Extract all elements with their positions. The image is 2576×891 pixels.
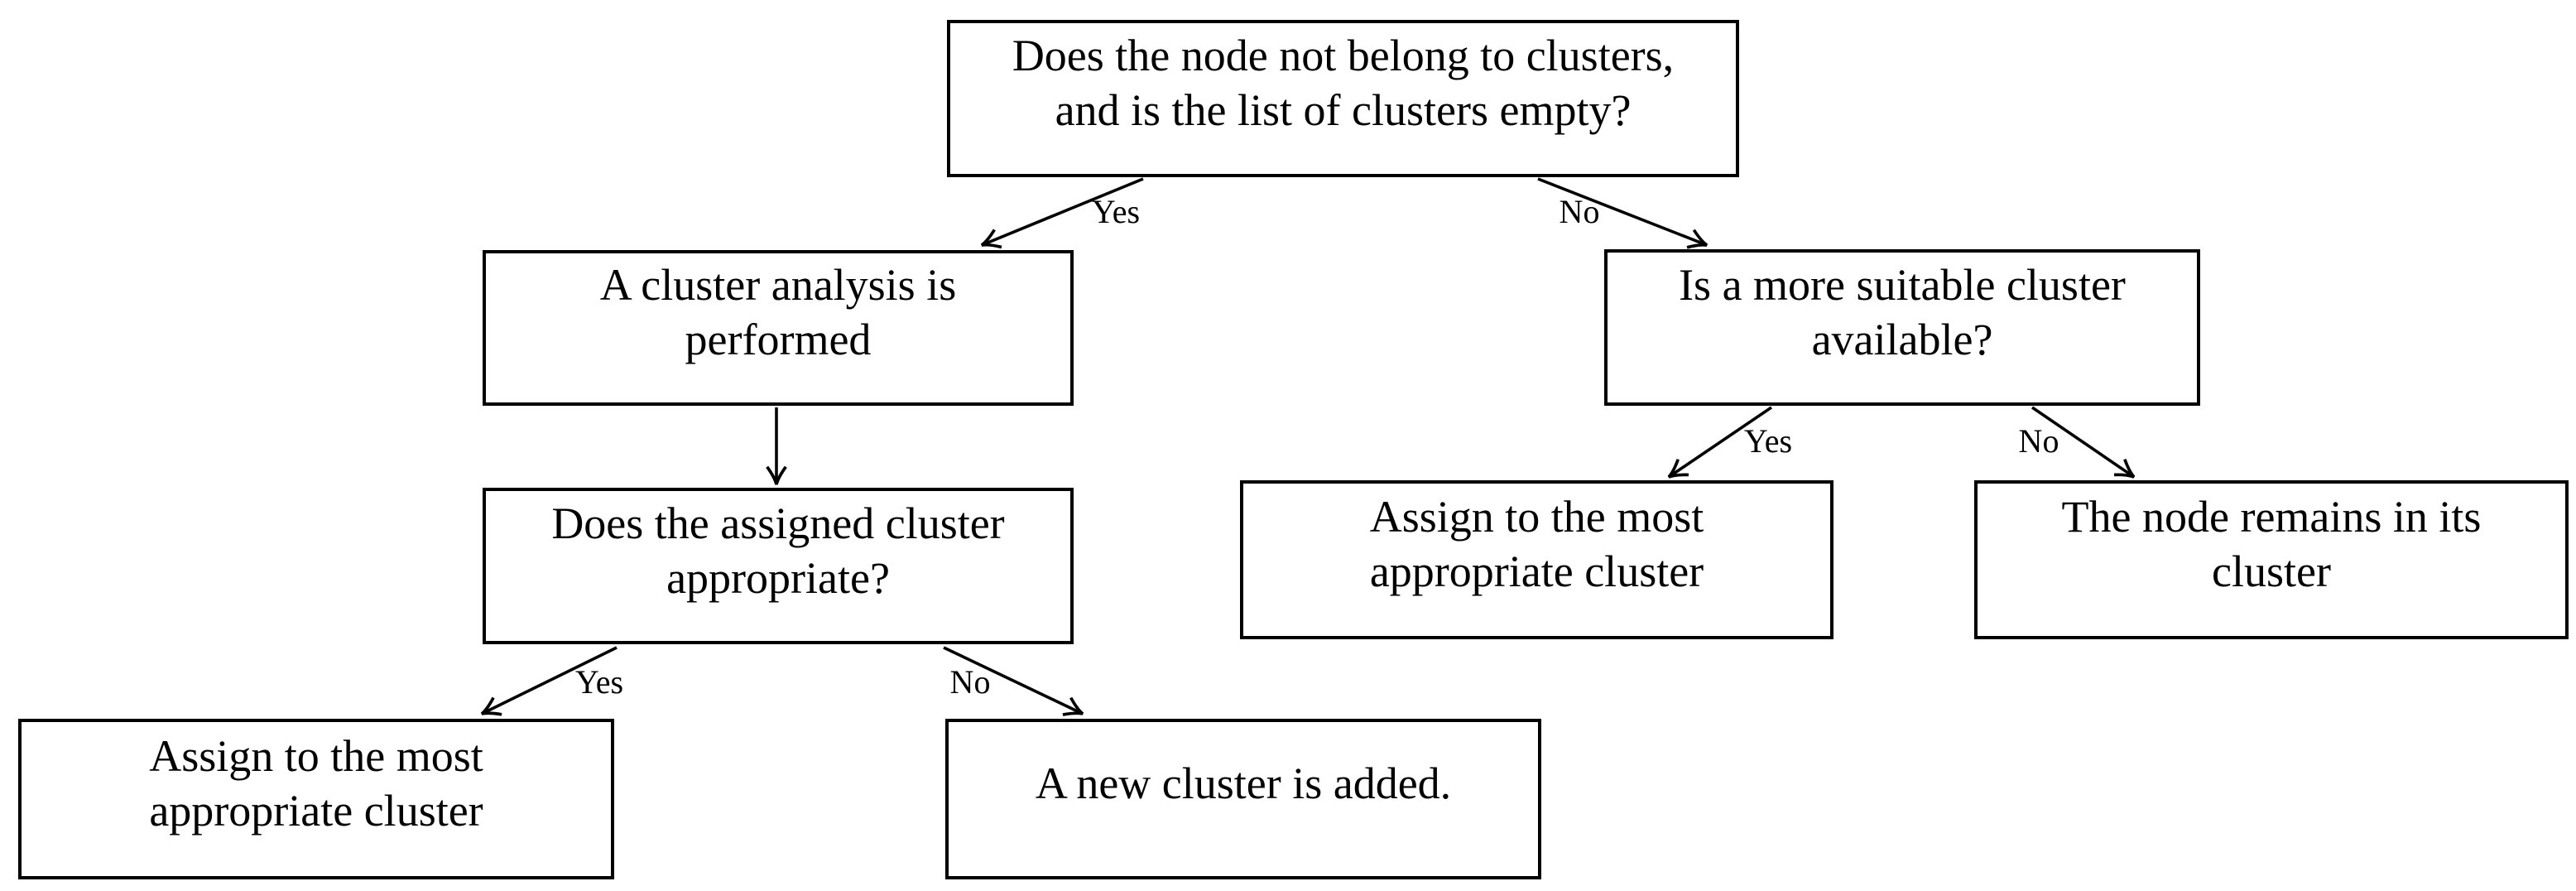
node-text-line: Is a more suitable cluster bbox=[1679, 259, 2126, 310]
node-text-line: Does the assigned cluster bbox=[551, 498, 1005, 548]
node-text-line: Assign to the most bbox=[149, 731, 483, 781]
node-cluster-analysis: A cluster analysis is performed bbox=[483, 250, 1074, 406]
node-root-question: Does the node not belong to clusters, an… bbox=[947, 20, 1739, 177]
node-text-line: Does the node not belong to clusters, bbox=[1012, 31, 1675, 80]
edge-assigned-yes-arrow bbox=[480, 646, 618, 716]
edge-label-no: No bbox=[1559, 193, 1600, 230]
node-text-line: Assign to the most bbox=[1369, 492, 1704, 542]
node-assign-most-appropriate-mid: Assign to the most appropriate cluster bbox=[1240, 480, 1833, 639]
node-text-line: available? bbox=[1811, 314, 1993, 364]
node-new-cluster-added: A new cluster is added. bbox=[945, 719, 1541, 879]
edge-suitable-yes-arrow bbox=[1667, 406, 1773, 479]
node-text-line: performed bbox=[685, 315, 872, 364]
edge-root-yes-arrow bbox=[980, 177, 1144, 249]
node-text-line: A cluster analysis is bbox=[599, 260, 957, 310]
edge-root-no-arrow bbox=[1537, 177, 1709, 249]
edge-label-yes: Yes bbox=[574, 663, 624, 701]
node-text-line: and is the list of clusters empty? bbox=[1055, 85, 1632, 135]
node-text-line: appropriate? bbox=[666, 552, 890, 603]
edge-assigned-no-arrow bbox=[943, 646, 1084, 716]
edge-label-yes: Yes bbox=[1743, 422, 1793, 460]
node-text-line: appropriate cluster bbox=[149, 786, 483, 836]
node-text-line: cluster bbox=[2212, 547, 2331, 596]
node-assigned-cluster-question: Does the assigned cluster appropriate? bbox=[483, 488, 1074, 644]
node-text-line: The node remains in its bbox=[2061, 492, 2482, 542]
node-text-line: A new cluster is added. bbox=[1035, 759, 1452, 808]
edge-label-yes: Yes bbox=[1091, 193, 1141, 230]
node-node-remains-in-cluster: The node remains in its cluster bbox=[1974, 480, 2569, 639]
edge-label-no: No bbox=[2018, 422, 2059, 460]
node-suitable-cluster-question: Is a more suitable cluster available? bbox=[1604, 249, 2200, 406]
edge-label-no: No bbox=[949, 663, 991, 701]
edge-suitable-no-arrow bbox=[2031, 406, 2136, 479]
node-assign-most-appropriate-bottom: Assign to the most appropriate cluster bbox=[18, 719, 614, 879]
node-text-line: appropriate cluster bbox=[1369, 547, 1704, 596]
